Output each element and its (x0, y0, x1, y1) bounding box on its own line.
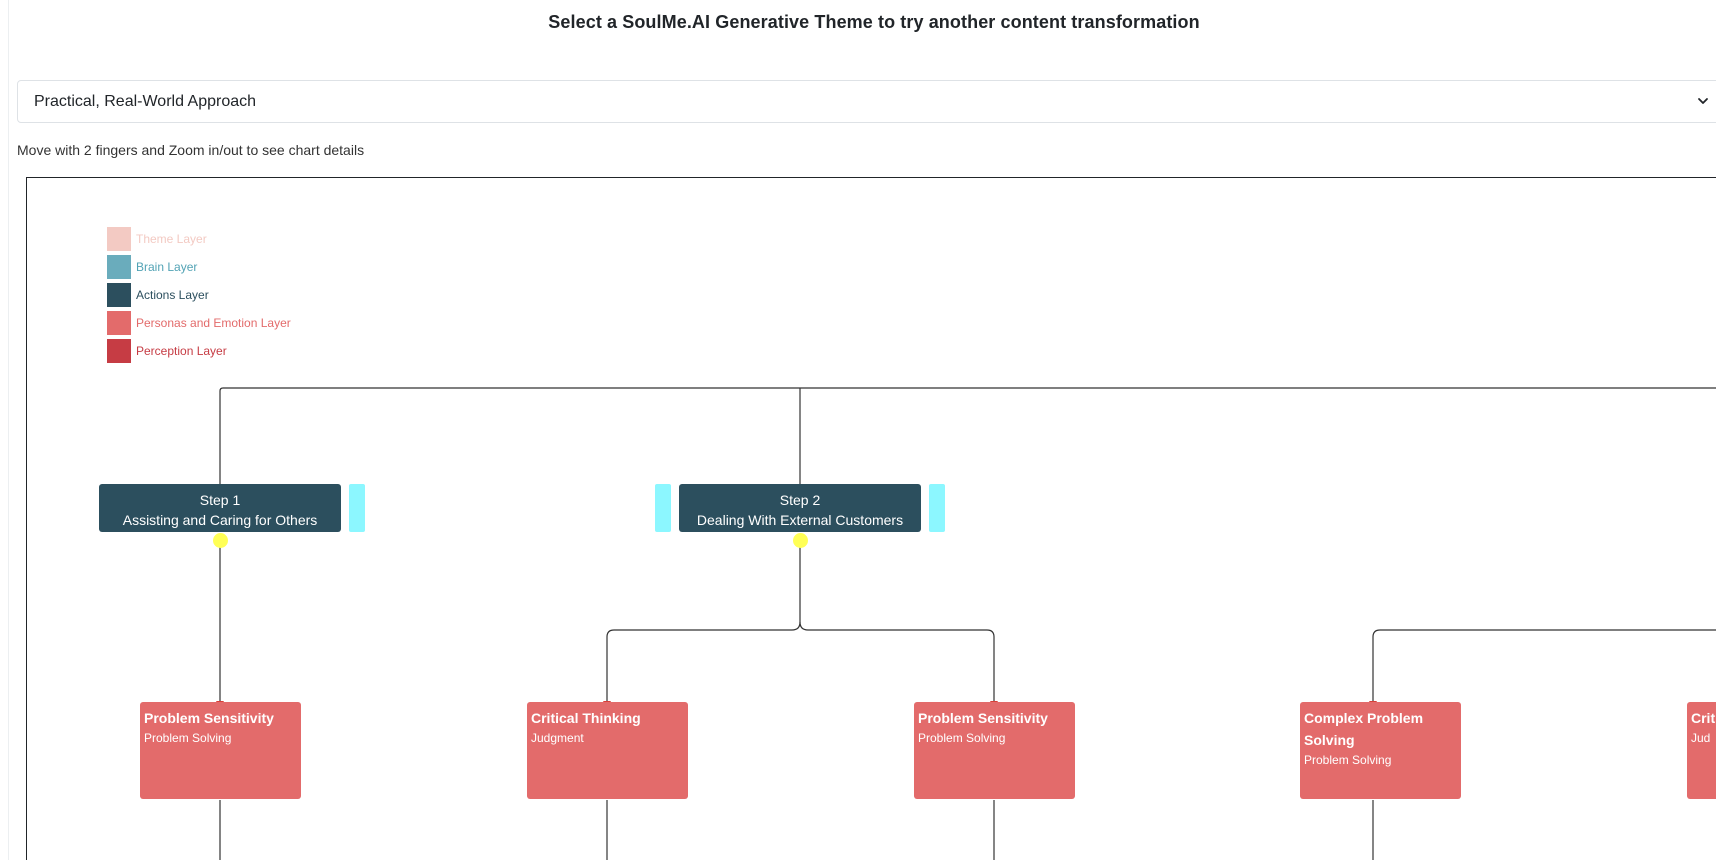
skill-subtitle: Judgment (531, 731, 584, 745)
skill-title: Critical Thinking (531, 710, 641, 726)
legend-label: Theme Layer (136, 232, 207, 246)
skill-title: Problem Sensitivity (918, 710, 1048, 726)
skill-node[interactable]: Complex Problem Solving Problem Solving (1300, 702, 1461, 799)
legend-swatch (107, 283, 131, 307)
legend-swatch (107, 339, 131, 363)
step-node-subtitle: Assisting and Caring for Others (122, 512, 318, 528)
skill-node-partial[interactable]: Crit Jud (1687, 702, 1716, 799)
legend-swatch (107, 311, 131, 335)
step-node-title: Step 2 (779, 492, 821, 508)
legend-label: Personas and Emotion Layer (136, 316, 291, 330)
expand-tab-left[interactable] (655, 484, 671, 532)
skill-subtitle: Problem Solving (1304, 753, 1392, 767)
step-node-subtitle: Dealing With External Customers (696, 512, 904, 528)
skill-title: Problem Sensitivity (144, 710, 274, 726)
step-node-1[interactable]: Step 1 Assisting and Caring for Others (99, 484, 341, 532)
zoom-hint: Move with 2 fingers and Zoom in/out to s… (17, 142, 365, 158)
theme-select[interactable]: Practical, Real-World Approach (17, 80, 1716, 123)
legend-label: Perception Layer (136, 344, 227, 358)
step-node-2[interactable]: Step 2 Dealing With External Customers (679, 484, 921, 532)
skill-title: Complex Problem Solving (1304, 710, 1424, 748)
legend-label: Brain Layer (136, 260, 198, 274)
skill-node[interactable]: Problem Sensitivity Problem Solving (140, 702, 301, 799)
skill-node[interactable]: Problem Sensitivity Problem Solving (914, 702, 1075, 799)
theme-select-value: Practical, Real-World Approach (34, 93, 257, 110)
collapse-dot[interactable] (793, 533, 808, 548)
skill-subtitle: Problem Solving (918, 731, 1006, 745)
expand-tab-right[interactable] (929, 484, 945, 532)
skill-node[interactable]: Critical Thinking Judgment (527, 702, 688, 799)
expand-tab-right[interactable] (349, 484, 365, 532)
page-title: Select a SoulMe.AI Generative Theme to t… (548, 12, 1200, 32)
skill-subtitle: Problem Solving (144, 731, 232, 745)
step-node-title: Step 1 (199, 492, 241, 508)
collapse-dot[interactable] (213, 533, 228, 548)
legend-label: Actions Layer (136, 288, 209, 302)
chevron-down-icon (1698, 98, 1708, 104)
page-left-divider (8, 0, 9, 860)
legend-swatch (107, 227, 131, 251)
skill-title: Crit (1691, 710, 1716, 726)
legend-swatch (107, 255, 131, 279)
skill-subtitle: Jud (1691, 731, 1711, 745)
chart-canvas[interactable]: Theme Layer Brain Layer Actions Layer Pe… (26, 177, 1716, 860)
